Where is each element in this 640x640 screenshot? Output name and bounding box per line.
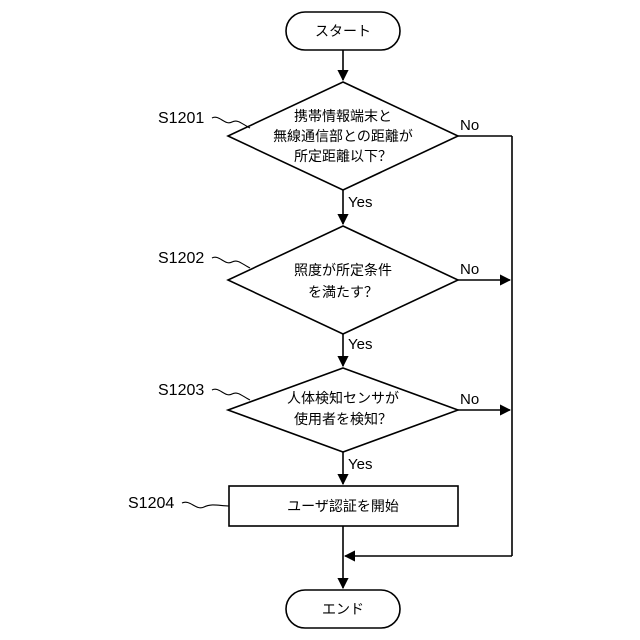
decision-s1201-line1: 携帯情報端末と [294,109,392,125]
process-s1204-label: ユーザ認証を開始 [287,499,399,515]
end-label: エンド [322,602,364,618]
s1202-yes-label: Yes [348,336,372,353]
step-label-s1202: S1202 [158,250,204,267]
decision-s1202-line2: を満たす？ [308,285,378,301]
step-label-s1204: S1204 [128,495,174,512]
s1202-no-label: No [460,261,479,278]
leader-s1204 [182,502,229,508]
decision-s1201-line2: 無線通信部との距離が [273,128,413,145]
start-label: スタート [315,24,371,40]
s1201-yes-label: Yes [348,194,372,211]
decision-s1201-line3: 所定距離以下？ [294,148,392,165]
step-label-s1201: S1201 [158,110,204,127]
decision-s1203 [228,368,458,452]
decision-s1202 [228,226,458,334]
leader-s1203 [212,389,250,400]
leader-s1202 [212,257,250,268]
decision-s1203-line2: 使用者を検知？ [294,411,392,428]
decision-s1203-line1: 人体検知センサが [287,390,399,407]
s1201-no-label: No [460,117,479,134]
s1203-no-label: No [460,391,479,408]
step-label-s1203: S1203 [158,382,204,399]
s1203-yes-label: Yes [348,456,372,473]
decision-s1202-line1: 照度が所定条件 [294,262,392,279]
leader-s1201 [212,117,250,128]
